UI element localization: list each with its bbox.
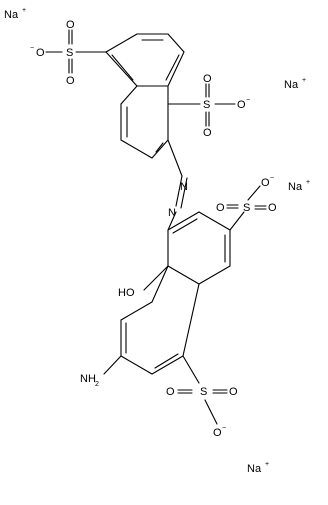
amino-group: NH: [80, 373, 96, 385]
sodium-ion-2: Na: [284, 79, 299, 91]
sulfonate-tl-o-minus: O: [36, 47, 45, 59]
sodium-ion-1-charge: +: [22, 7, 26, 14]
sulfonate-tl-charge: −: [30, 45, 34, 52]
sulfonate-mid-o-minus: O: [261, 177, 270, 189]
sulfonate-tr-o-up: O: [203, 73, 212, 85]
sulfonate-bot-s: S: [200, 386, 207, 398]
sodium-ion-4: Na: [247, 463, 262, 475]
sodium-ion-3-charge: +: [306, 179, 310, 186]
sulfonate-tl-o-down: O: [66, 75, 75, 87]
azo-n-upper: N: [180, 181, 188, 193]
sulfonate-mid-o-left: O: [216, 202, 225, 214]
azo-n-lower: N: [168, 207, 176, 219]
sodium-ion-3: Na: [288, 181, 303, 193]
sulfonate-bot-o-left: O: [166, 386, 175, 398]
sodium-ion-4-charge: +: [265, 461, 269, 468]
sulfonate-mid-charge: −: [270, 175, 274, 182]
sulfonate-tl-s: S: [66, 47, 73, 59]
hydroxyl-group: HO: [118, 287, 135, 299]
atom-labels: Na + Na + Na + Na + O − S O O S O O − O …: [4, 7, 310, 475]
sulfonate-tr-charge: −: [246, 97, 250, 104]
sulfonate-tr-o-down: O: [203, 127, 212, 139]
sulfonate-bot-charge: −: [222, 425, 226, 432]
amino-subscript: 2: [95, 381, 99, 388]
sulfonate-bot-o-right: O: [229, 386, 238, 398]
sulfonate-mid-o-right: O: [268, 202, 277, 214]
bond-lines: [45, 29, 267, 425]
sulfonate-tl-o-up: O: [66, 19, 75, 31]
sulfonate-bot-o-minus: O: [213, 427, 222, 439]
sodium-ion-2-charge: +: [302, 77, 306, 84]
sulfonate-tr-s: S: [203, 99, 210, 111]
sulfonate-mid-s: S: [243, 202, 250, 214]
sulfonate-tr-o-minus: O: [237, 99, 246, 111]
sodium-ion-1: Na: [4, 9, 19, 21]
